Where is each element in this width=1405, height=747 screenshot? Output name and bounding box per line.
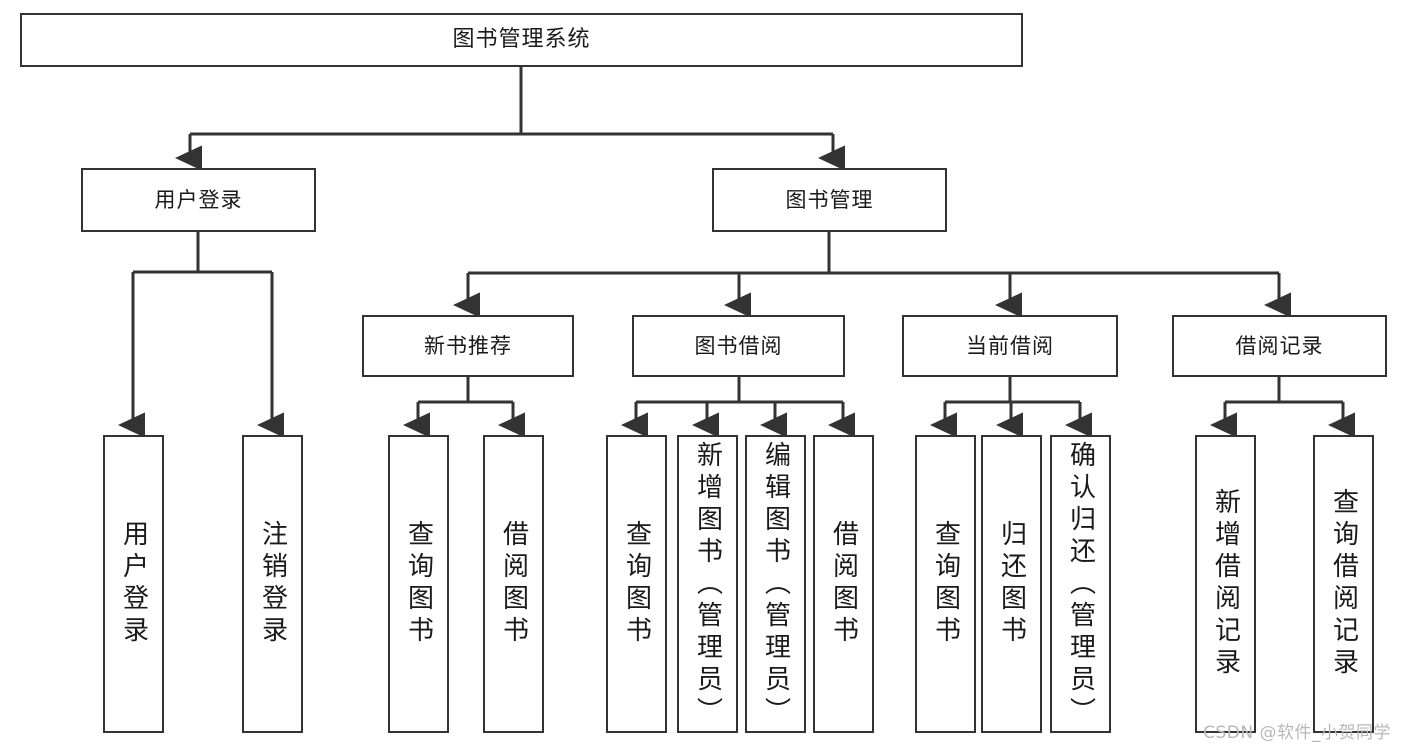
node-book-management-system[interactable]: 图书管理系统 bbox=[20, 13, 1023, 67]
node-book-borrowing[interactable]: 图书借阅 bbox=[632, 315, 845, 377]
node-label: 归还图书 bbox=[996, 520, 1027, 648]
leaf-confirm-return-admin[interactable]: 确认归还（管理员） bbox=[1050, 435, 1111, 733]
node-label: 新增借阅记录 bbox=[1210, 488, 1241, 680]
node-label: 图书管理 bbox=[785, 187, 874, 212]
leaf-query-books-borrow[interactable]: 查询图书 bbox=[606, 435, 667, 733]
leaf-return-books[interactable]: 归还图书 bbox=[981, 435, 1042, 733]
node-current-borrowing[interactable]: 当前借阅 bbox=[902, 315, 1118, 377]
node-label: 新书推荐 bbox=[424, 333, 512, 358]
node-label: 查询图书 bbox=[621, 520, 652, 648]
node-label: 借阅图书 bbox=[828, 520, 859, 648]
node-label: 查询图书 bbox=[930, 520, 961, 648]
csdn-watermark: CSDN @软件_小贺同学 bbox=[1203, 723, 1391, 743]
leaf-user-login[interactable]: 用户登录 bbox=[103, 435, 164, 733]
node-label: 用户登录 bbox=[154, 187, 243, 212]
leaf-add-book-admin[interactable]: 新增图书（管理员） bbox=[677, 435, 738, 733]
node-label: 用户登录 bbox=[118, 520, 149, 648]
leaf-add-borrow-record[interactable]: 新增借阅记录 bbox=[1195, 435, 1256, 733]
node-label: 编辑图书（管理员） bbox=[760, 441, 791, 729]
leaf-query-borrow-record[interactable]: 查询借阅记录 bbox=[1313, 435, 1374, 733]
leaf-edit-book-admin[interactable]: 编辑图书（管理员） bbox=[745, 435, 806, 733]
node-book-management[interactable]: 图书管理 bbox=[712, 168, 947, 232]
leaf-query-books-current[interactable]: 查询图书 bbox=[915, 435, 976, 733]
node-borrow-records[interactable]: 借阅记录 bbox=[1172, 315, 1387, 377]
node-label: 图书借阅 bbox=[694, 333, 783, 358]
node-label: 当前借阅 bbox=[966, 333, 1054, 358]
node-label: 借阅图书 bbox=[498, 520, 529, 648]
node-label: 确认归还（管理员） bbox=[1065, 441, 1096, 729]
node-new-book-recommendation[interactable]: 新书推荐 bbox=[362, 315, 574, 377]
node-label: 新增图书（管理员） bbox=[692, 441, 723, 729]
leaf-logout[interactable]: 注销登录 bbox=[242, 435, 303, 733]
node-label: 查询借阅记录 bbox=[1328, 488, 1359, 680]
node-label: 借阅记录 bbox=[1235, 333, 1324, 358]
node-user-login[interactable]: 用户登录 bbox=[81, 168, 316, 232]
leaf-query-books-recommend[interactable]: 查询图书 bbox=[388, 435, 449, 733]
leaf-borrow-books-recommend[interactable]: 借阅图书 bbox=[483, 435, 544, 733]
node-label: 图书管理系统 bbox=[452, 27, 591, 53]
node-label: 注销登录 bbox=[257, 520, 288, 648]
leaf-borrow-books[interactable]: 借阅图书 bbox=[813, 435, 874, 733]
node-label: 查询图书 bbox=[403, 520, 434, 648]
